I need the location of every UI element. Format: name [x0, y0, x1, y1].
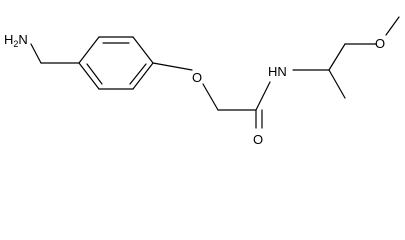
- bond-o-ch3: [385, 16, 400, 36]
- ring-bond: [78, 36, 100, 64]
- methoxy-oxygen-label: O: [375, 36, 385, 51]
- bond-o-ch2: [202, 83, 219, 111]
- bond-ch-ch3: [328, 69, 346, 99]
- ring-bond: [78, 62, 100, 90]
- bond-n-ch2: [30, 43, 42, 64]
- ring-double-bond: [86, 63, 103, 85]
- ring-bond: [132, 62, 154, 90]
- ring-double-bond: [129, 63, 147, 85]
- amine-label: H2N: [4, 32, 28, 49]
- atom-labels: H2N O HN O O: [4, 32, 385, 147]
- molecule-structure: H2N O HN O O: [4, 16, 400, 147]
- bond-lines: [30, 16, 400, 129]
- carbonyl-oxygen-label: O: [253, 132, 263, 147]
- bond-ch-ch2: [328, 43, 346, 71]
- amide-nitrogen-label: HN: [268, 64, 287, 79]
- ether-oxygen-label: O: [192, 70, 202, 85]
- ring-bond: [132, 36, 154, 64]
- bond-ring-o: [152, 62, 193, 71]
- bond-c-n: [255, 81, 271, 111]
